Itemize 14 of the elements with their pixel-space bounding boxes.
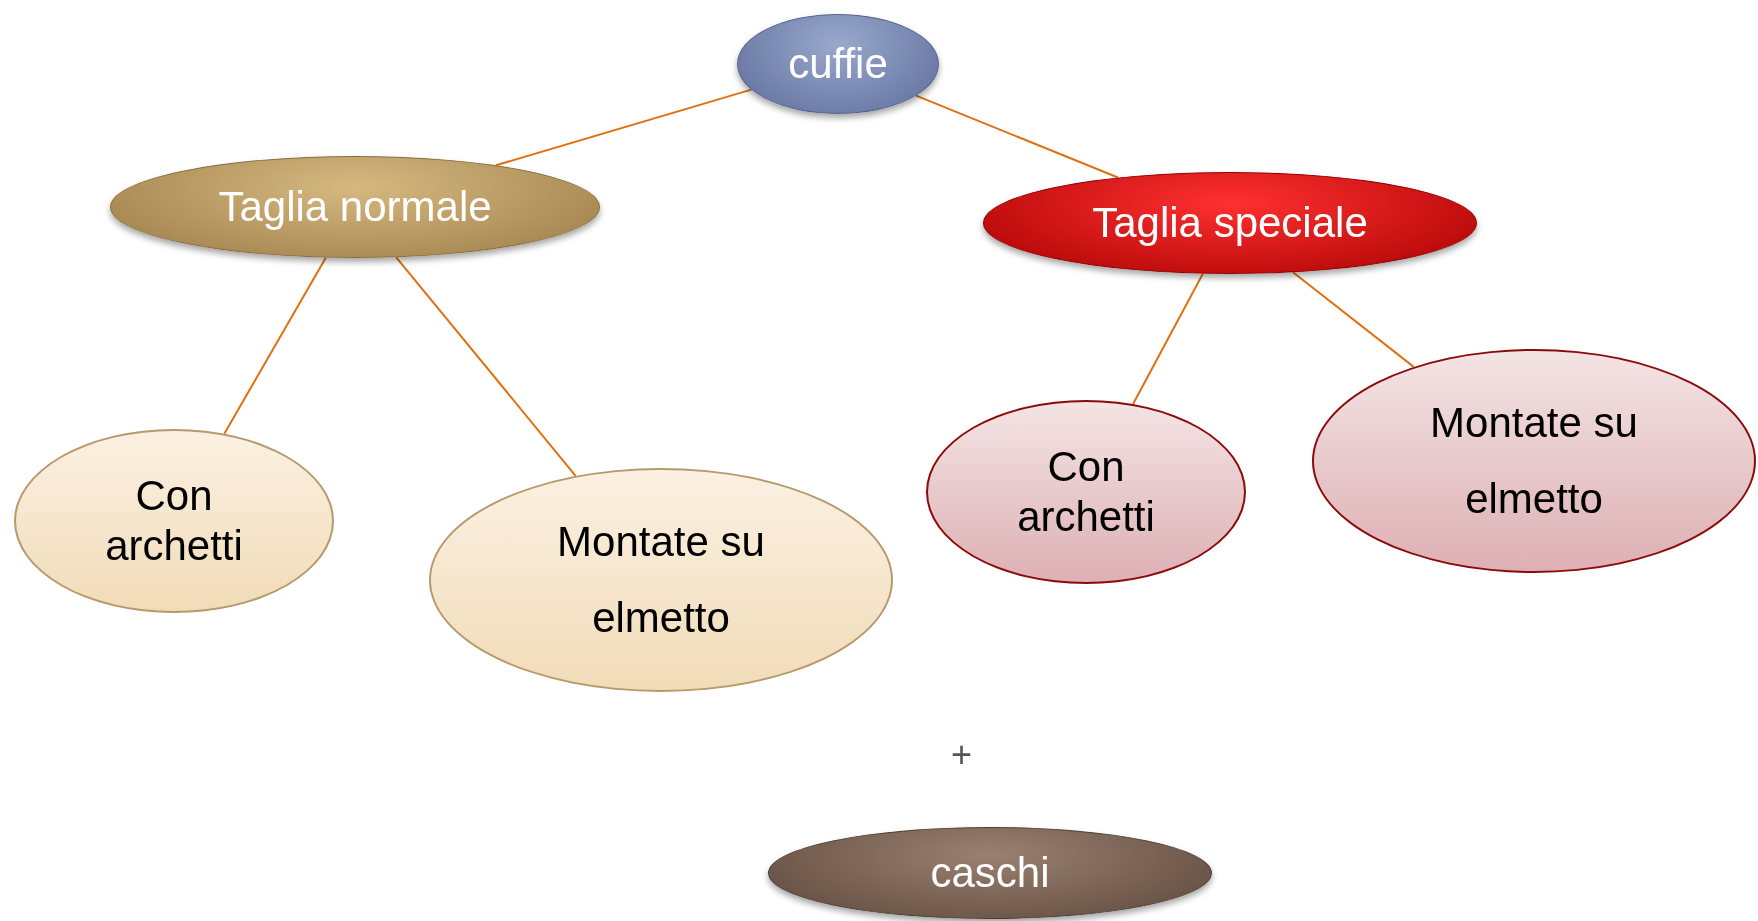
- node-label: Montate su elmetto: [1429, 398, 1639, 524]
- connector-line: [1132, 272, 1204, 406]
- node-label: Taglia speciale: [1092, 197, 1368, 248]
- node-label: Taglia normale: [218, 181, 492, 232]
- connector-line: [915, 94, 1119, 179]
- node-label: Montate su elmetto: [556, 517, 766, 643]
- node-label: Con archetti: [1016, 441, 1156, 542]
- node-label: cuffie: [788, 38, 888, 89]
- connector-line: [223, 256, 327, 435]
- plus-sign: +: [951, 733, 973, 777]
- node-label: caschi: [930, 847, 1050, 898]
- connector-line: [494, 88, 753, 167]
- connector-line: [395, 256, 577, 477]
- node-label: Con archetti: [104, 470, 244, 571]
